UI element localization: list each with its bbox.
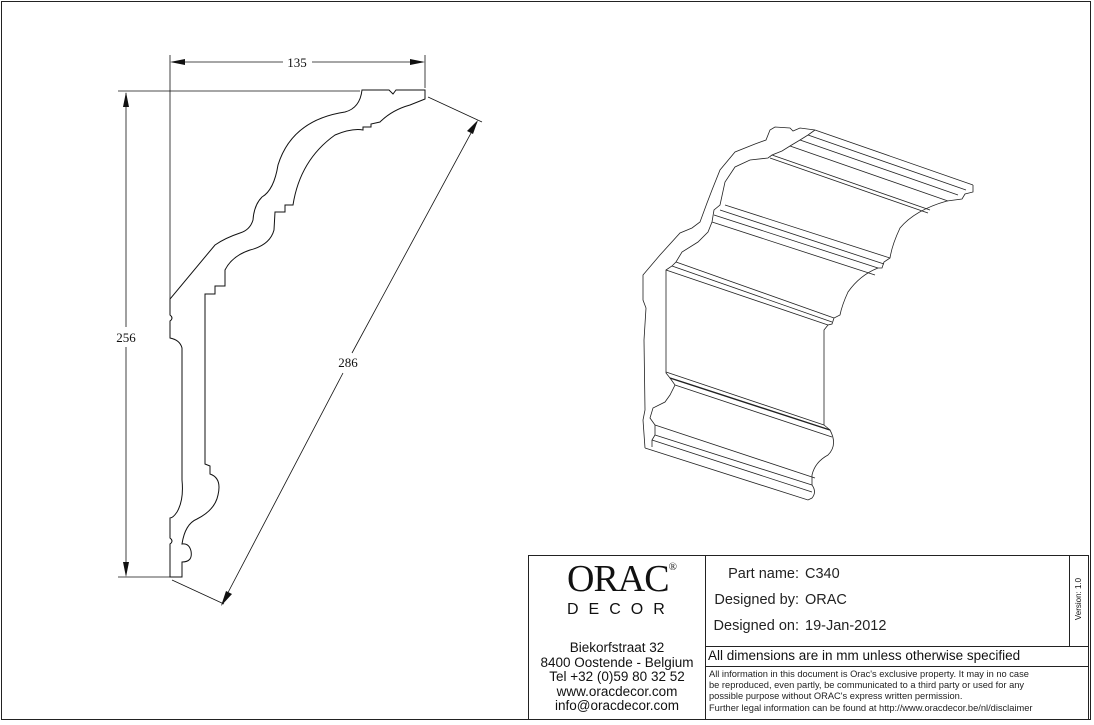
iso-right-silhouette bbox=[644, 185, 974, 501]
legal-line: possible purpose without ORAC's express … bbox=[709, 691, 963, 702]
legal-line: All information in this document is Orac… bbox=[709, 669, 1029, 679]
isometric-view bbox=[642, 126, 974, 501]
title-block: ORAC® DECOR Biekorfstraat 32 8400 Oosten… bbox=[528, 555, 1089, 720]
designed-by-value: ORAC bbox=[805, 592, 847, 608]
dimension-diagonal-label: 286 bbox=[338, 355, 358, 370]
address-line: 8400 Oostende - Belgium bbox=[540, 654, 694, 670]
email-link[interactable]: info@oracdecor.com bbox=[554, 698, 679, 713]
logo-sub: DECOR bbox=[567, 601, 675, 618]
address-line: Biekorfstraat 32 bbox=[569, 640, 665, 655]
profile-section-view bbox=[169, 89, 426, 578]
iso-end-inner bbox=[649, 129, 816, 447]
version-cell: Version: 1.0 bbox=[1070, 556, 1088, 647]
dimension-width-label: 135 bbox=[287, 55, 307, 70]
version-label: Version: 1.0 bbox=[1074, 577, 1083, 621]
designed-on-value: 19-Jan-2012 bbox=[805, 618, 887, 634]
part-name-label: Part name: bbox=[728, 566, 799, 582]
iso-end-outer bbox=[642, 126, 816, 449]
orac-logo: ORAC® bbox=[567, 558, 677, 600]
legal-line: Further legal information can be found a… bbox=[709, 702, 1033, 713]
profile-outline bbox=[169, 89, 426, 578]
company-cell: ORAC® DECOR Biekorfstraat 32 8400 Oosten… bbox=[529, 556, 706, 719]
divider bbox=[705, 666, 1088, 667]
logo-brand: ORAC bbox=[567, 558, 670, 600]
website-link[interactable]: www.oracdecor.com bbox=[556, 683, 678, 699]
legal-notice: All information in this document is Orac… bbox=[709, 669, 1033, 714]
part-name-value: C340 bbox=[805, 566, 840, 582]
designed-by-label: Designed by: bbox=[714, 592, 799, 608]
dimension-height-label: 256 bbox=[116, 330, 136, 345]
legal-line: be reproduced, even partly, be communica… bbox=[709, 680, 1025, 691]
designed-on-label: Designed on: bbox=[713, 618, 799, 634]
logo-registered-mark: ® bbox=[668, 561, 677, 573]
dimensions bbox=[118, 55, 483, 606]
address-block: Biekorfstraat 32 8400 Oostende - Belgium… bbox=[529, 640, 705, 714]
part-info-cell: Part name: C340 Designed by: ORAC Design… bbox=[705, 556, 1070, 647]
phone: Tel +32 (0)59 80 32 52 bbox=[549, 669, 685, 684]
units-note: All dimensions are in mm unless otherwis… bbox=[708, 648, 1021, 663]
